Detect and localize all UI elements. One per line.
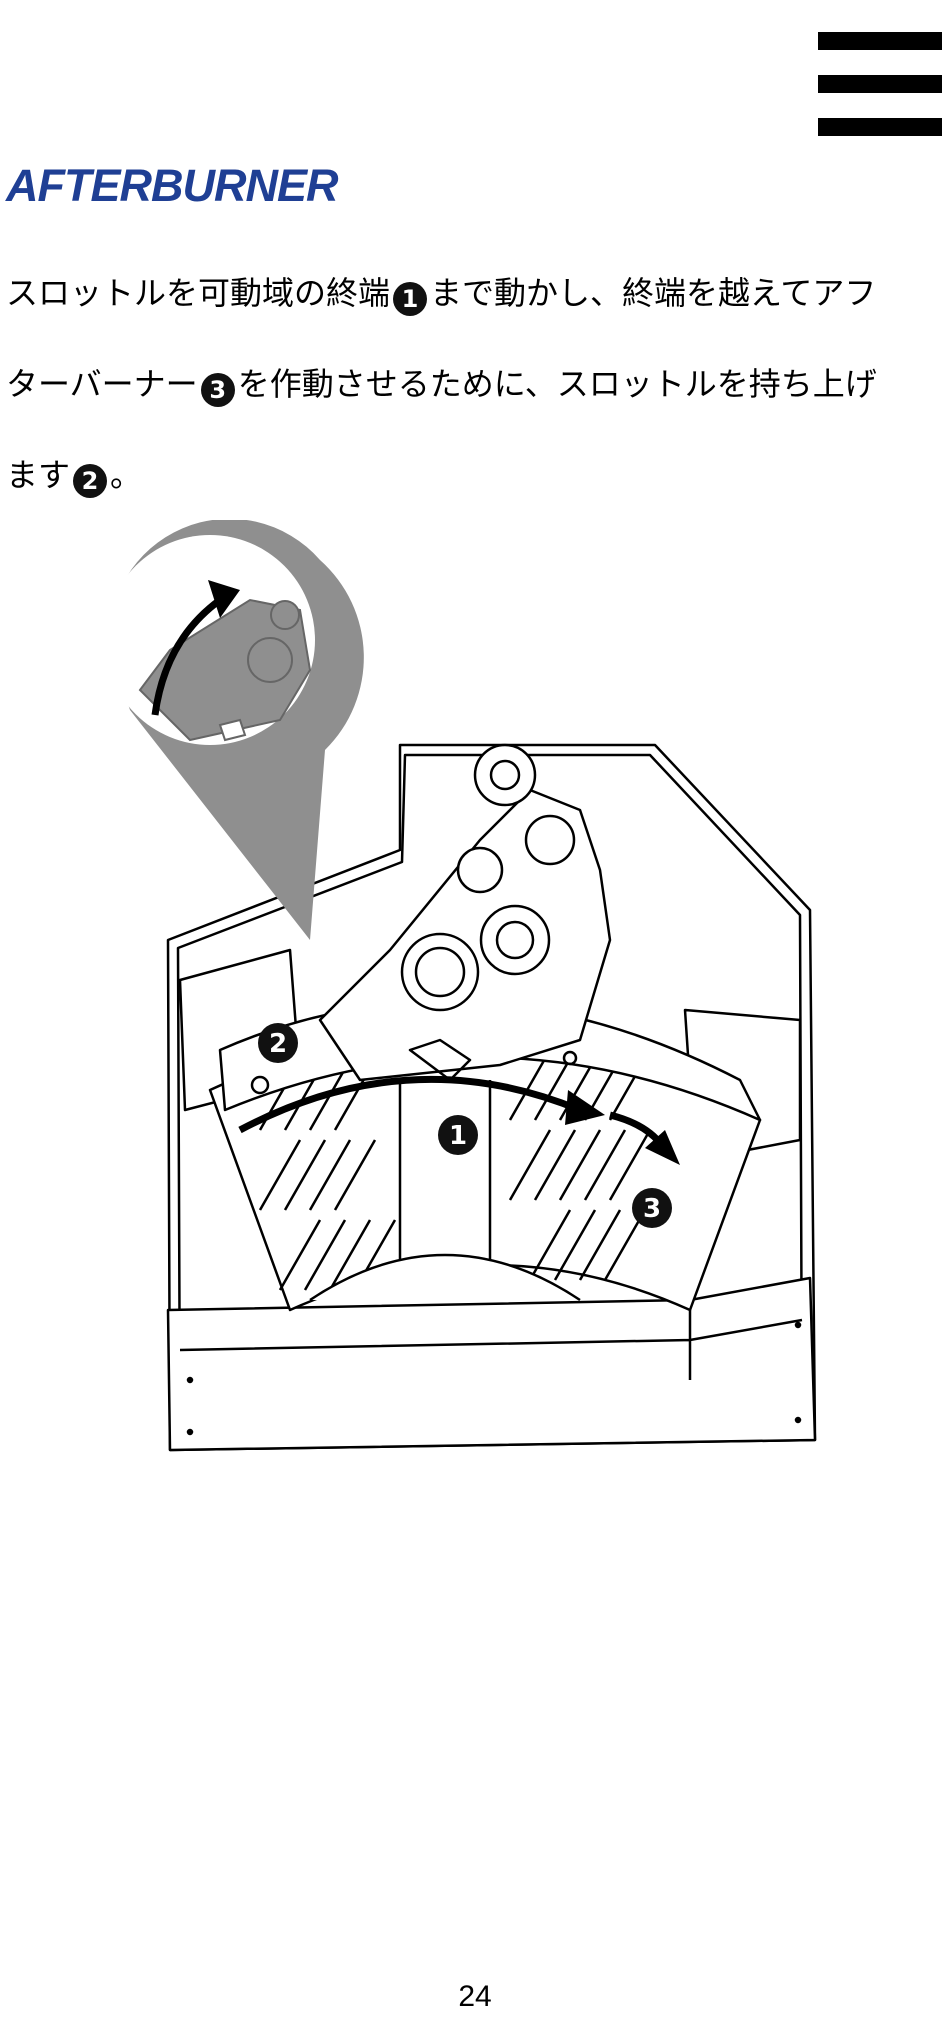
travel-arrow-head: [565, 1090, 605, 1125]
handle-trigger: [408, 1038, 472, 1082]
handle-dial: [479, 904, 551, 976]
hamburger-menu-icon[interactable]: [818, 32, 942, 136]
zoom-button: [270, 600, 300, 630]
handle-knob-top: [473, 743, 537, 807]
text-fragment: ます: [6, 456, 71, 494]
section-title: AFTERBURNER: [6, 160, 338, 211]
handle-small-knob: [456, 846, 504, 894]
menu-bar: [818, 118, 942, 136]
throttle-dome: [309, 1253, 581, 1302]
zoom-lift-lever: [218, 718, 247, 742]
figure-marker-2-label: 2: [269, 1029, 287, 1059]
lift-arrow-head: [208, 580, 240, 618]
text-fragment: を作動させるために、スロットルを持ち上げ: [237, 365, 877, 403]
figure-marker-1: [438, 1115, 478, 1155]
handle-hat: [400, 932, 480, 1012]
handle-wheel-right: [524, 814, 576, 866]
throttle-front-box: [166, 1276, 817, 1452]
marker-3: 3: [200, 373, 235, 407]
screw: [794, 1321, 802, 1329]
figure-marker-1-label: 1: [449, 1121, 467, 1151]
marker-2: 2: [73, 464, 108, 498]
text-fragment: スロットルを可動域の終端: [6, 274, 391, 312]
throttle-illustration: 2 1 3: [110, 520, 817, 1452]
handle-knob-top-inner: [489, 759, 521, 791]
screw: [186, 1428, 194, 1436]
figure-marker-3-label: 3: [643, 1194, 661, 1224]
grille-slots: [258, 1049, 652, 1291]
afterburner-arrow-head: [645, 1130, 680, 1165]
throttle-front-box-inner: [179, 1300, 803, 1380]
screw: [250, 1075, 270, 1095]
marker-1: 1: [393, 282, 428, 316]
text-fragment: まで動かし、終端を越えてアフ: [430, 274, 877, 312]
zoom-button: [247, 637, 293, 683]
travel-arrow: [238, 1075, 582, 1134]
figure-marker-3: [632, 1188, 672, 1228]
handle-dial-inner: [495, 920, 535, 960]
throttle-rail: [398, 1080, 492, 1260]
text-fragment: 。: [110, 456, 143, 494]
screw: [186, 1376, 194, 1384]
page-number: 24: [458, 1980, 492, 2013]
lift-arrow: [151, 597, 223, 716]
throttle-handle: [318, 788, 612, 1082]
figure-marker-2: [258, 1023, 298, 1063]
screw: [794, 1416, 802, 1424]
menu-bar: [818, 32, 942, 50]
menu-bar: [818, 75, 942, 93]
text-fragment: ターバーナー: [6, 365, 198, 403]
screw: [562, 1050, 578, 1066]
handle-hat-inner: [414, 946, 466, 998]
